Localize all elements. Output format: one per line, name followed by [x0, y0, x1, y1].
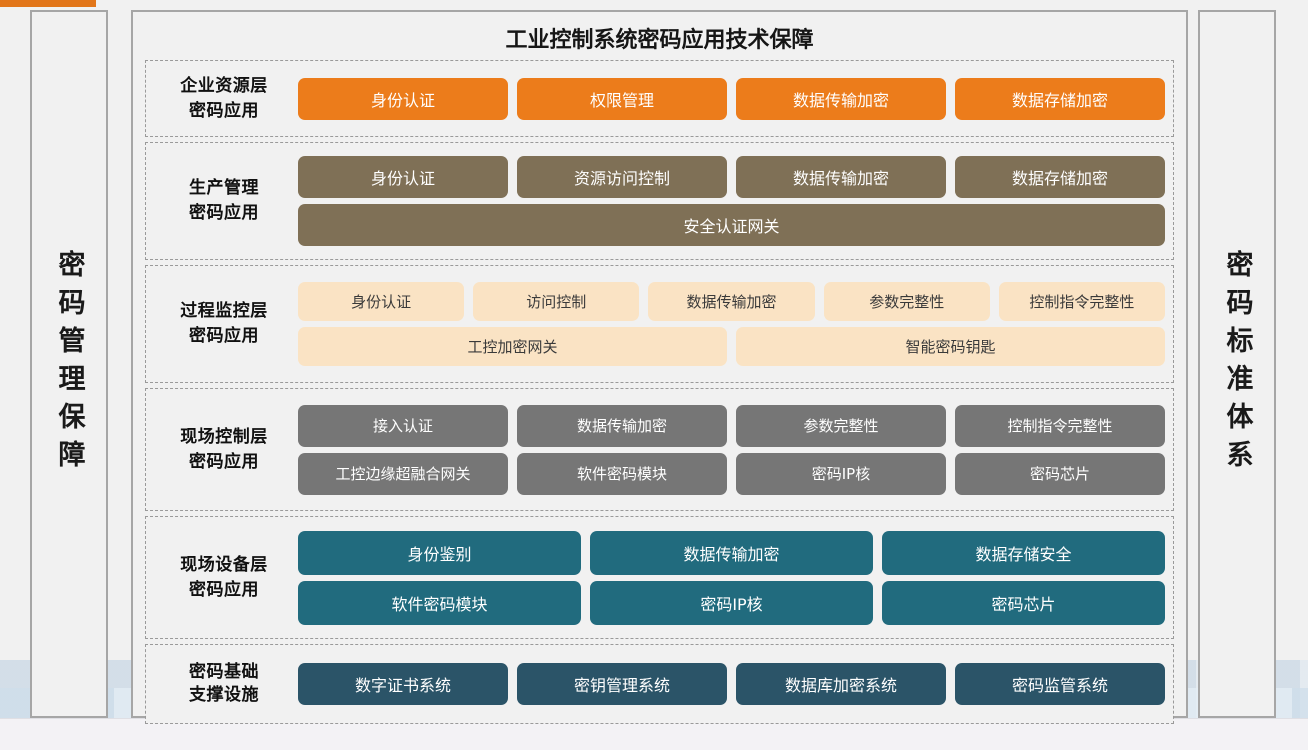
layer-row: 企业资源层密码应用身份认证权限管理数据传输加密数据存储加密 — [145, 60, 1174, 137]
left-pillar-crypto-management: 密码管理保障 — [30, 10, 108, 718]
layer-row: 生产管理密码应用身份认证资源访问控制数据传输加密数据存储加密安全认证网关 — [145, 142, 1174, 260]
capability-chip[interactable]: 控制指令完整性 — [998, 282, 1166, 321]
capability-chip[interactable]: 接入认证 — [298, 404, 508, 447]
layer-body: 数字证书系统密钥管理系统数据库加密系统密码监管系统 — [298, 663, 1165, 705]
capability-chip[interactable]: 密码IP核 — [590, 580, 873, 625]
layer-band: 数字证书系统密钥管理系统数据库加密系统密码监管系统 — [298, 663, 1165, 705]
right-pillar-crypto-standards: 密码标准体系 — [1198, 10, 1276, 718]
capability-chip[interactable]: 身份认证 — [298, 282, 465, 321]
layer-label-line2: 密码应用 — [189, 451, 259, 472]
layer-label-line1: 现场控制层 — [180, 426, 268, 447]
capability-chip[interactable]: 密钥管理系统 — [517, 663, 727, 705]
capability-chip[interactable]: 参数完整性 — [823, 282, 990, 321]
layer-label: 现场控制层密码应用 — [150, 425, 298, 474]
capability-chip[interactable]: 工控边缘超融合网关 — [298, 452, 508, 495]
top-orange-accent-bar — [0, 0, 96, 7]
layer-label: 过程监控层密码应用 — [150, 299, 298, 348]
capability-chip[interactable]: 密码IP核 — [736, 452, 946, 495]
layer-label-line2: 密码应用 — [189, 579, 259, 600]
capability-chip[interactable]: 参数完整性 — [736, 404, 946, 447]
capability-chip[interactable]: 数据传输加密 — [736, 77, 946, 120]
layer-band: 身份认证权限管理数据传输加密数据存储加密 — [298, 77, 1165, 120]
capability-chip[interactable]: 数据传输加密 — [736, 156, 946, 198]
layer-label-line1: 企业资源层 — [180, 75, 268, 96]
layer-label-line2: 密码应用 — [189, 326, 259, 346]
capability-chip[interactable]: 安全认证网关 — [298, 204, 1165, 246]
layer-row: 现场设备层密码应用身份鉴别数据传输加密数据存储安全软件密码模块密码IP核密码芯片 — [145, 516, 1174, 639]
layer-band: 安全认证网关 — [298, 204, 1165, 246]
layer-body: 身份认证权限管理数据传输加密数据存储加密 — [298, 77, 1165, 120]
capability-chip[interactable]: 访问控制 — [473, 282, 640, 321]
layer-band: 工控边缘超融合网关软件密码模块密码IP核密码芯片 — [298, 452, 1165, 495]
layer-band: 身份认证访问控制数据传输加密参数完整性控制指令完整性 — [298, 282, 1166, 321]
layer-row: 过程监控层密码应用身份认证访问控制数据传输加密参数完整性控制指令完整性工控加密网… — [145, 265, 1174, 383]
capability-chip[interactable]: 资源访问控制 — [517, 156, 727, 198]
layer-band: 身份鉴别数据传输加密数据存储安全 — [298, 530, 1165, 575]
capability-chip[interactable]: 数据存储安全 — [882, 530, 1165, 575]
capability-chip[interactable]: 权限管理 — [517, 77, 727, 120]
capability-chip[interactable]: 身份认证 — [298, 77, 508, 120]
capability-chip[interactable]: 身份认证 — [298, 156, 508, 198]
capability-chip[interactable]: 密码芯片 — [955, 452, 1165, 495]
capability-chip[interactable]: 工控加密网关 — [298, 327, 727, 366]
layer-rows-container: 企业资源层密码应用身份认证权限管理数据传输加密数据存储加密生产管理密码应用身份认… — [145, 60, 1174, 724]
layer-row: 密码基础支撑设施数字证书系统密钥管理系统数据库加密系统密码监管系统 — [145, 644, 1174, 724]
capability-chip[interactable]: 智能密码钥匙 — [736, 327, 1165, 366]
layer-band: 接入认证数据传输加密参数完整性控制指令完整性 — [298, 404, 1165, 447]
capability-chip[interactable]: 身份鉴别 — [298, 530, 581, 575]
left-pillar-label: 密码管理保障 — [53, 250, 85, 478]
layer-label: 密码基础支撑设施 — [150, 661, 298, 707]
capability-chip[interactable]: 软件密码模块 — [298, 580, 581, 625]
layer-band: 身份认证资源访问控制数据传输加密数据存储加密 — [298, 156, 1165, 198]
layer-label-line2: 支撑设施 — [189, 685, 259, 705]
capability-chip[interactable]: 密码监管系统 — [955, 663, 1165, 705]
capability-chip[interactable]: 数据库加密系统 — [736, 663, 946, 705]
layer-band: 软件密码模块密码IP核密码芯片 — [298, 580, 1165, 625]
layer-body: 身份鉴别数据传输加密数据存储安全软件密码模块密码IP核密码芯片 — [298, 530, 1165, 625]
right-pillar-label: 密码标准体系 — [1221, 250, 1253, 478]
layer-body: 身份认证访问控制数据传输加密参数完整性控制指令完整性工控加密网关智能密码钥匙 — [298, 282, 1166, 366]
layer-label-line2: 密码应用 — [189, 100, 259, 121]
layer-band: 工控加密网关智能密码钥匙 — [298, 327, 1165, 366]
layer-label: 企业资源层密码应用 — [150, 74, 298, 123]
layer-label-line1: 现场设备层 — [180, 554, 268, 575]
capability-chip[interactable]: 数据存储加密 — [955, 77, 1165, 120]
capability-chip[interactable]: 密码芯片 — [882, 580, 1165, 625]
capability-chip[interactable]: 控制指令完整性 — [955, 404, 1165, 447]
capability-chip[interactable]: 数据传输加密 — [517, 404, 727, 447]
layer-body: 身份认证资源访问控制数据传输加密数据存储加密安全认证网关 — [298, 156, 1165, 246]
capability-chip[interactable]: 数据存储加密 — [955, 156, 1165, 198]
layer-row: 现场控制层密码应用接入认证数据传输加密参数完整性控制指令完整性工控边缘超融合网关… — [145, 388, 1174, 511]
capability-chip[interactable]: 数字证书系统 — [298, 663, 508, 705]
capability-chip[interactable]: 软件密码模块 — [517, 452, 727, 495]
diagram-frame: 工业控制系统密码应用技术保障 企业资源层密码应用身份认证权限管理数据传输加密数据… — [131, 10, 1188, 724]
layer-body: 接入认证数据传输加密参数完整性控制指令完整性工控边缘超融合网关软件密码模块密码I… — [298, 404, 1165, 495]
layer-label: 现场设备层密码应用 — [150, 553, 298, 602]
capability-chip[interactable]: 数据传输加密 — [590, 530, 873, 575]
layer-label-line1: 生产管理 — [189, 178, 259, 199]
diagram-title: 工业控制系统密码应用技术保障 — [505, 28, 814, 53]
layer-label-line1: 密码基础 — [189, 662, 259, 683]
layer-label-line2: 密码应用 — [189, 203, 259, 223]
capability-chip[interactable]: 数据传输加密 — [648, 282, 815, 321]
layer-label: 生产管理密码应用 — [150, 176, 298, 225]
layer-label-line1: 过程监控层 — [180, 301, 268, 322]
